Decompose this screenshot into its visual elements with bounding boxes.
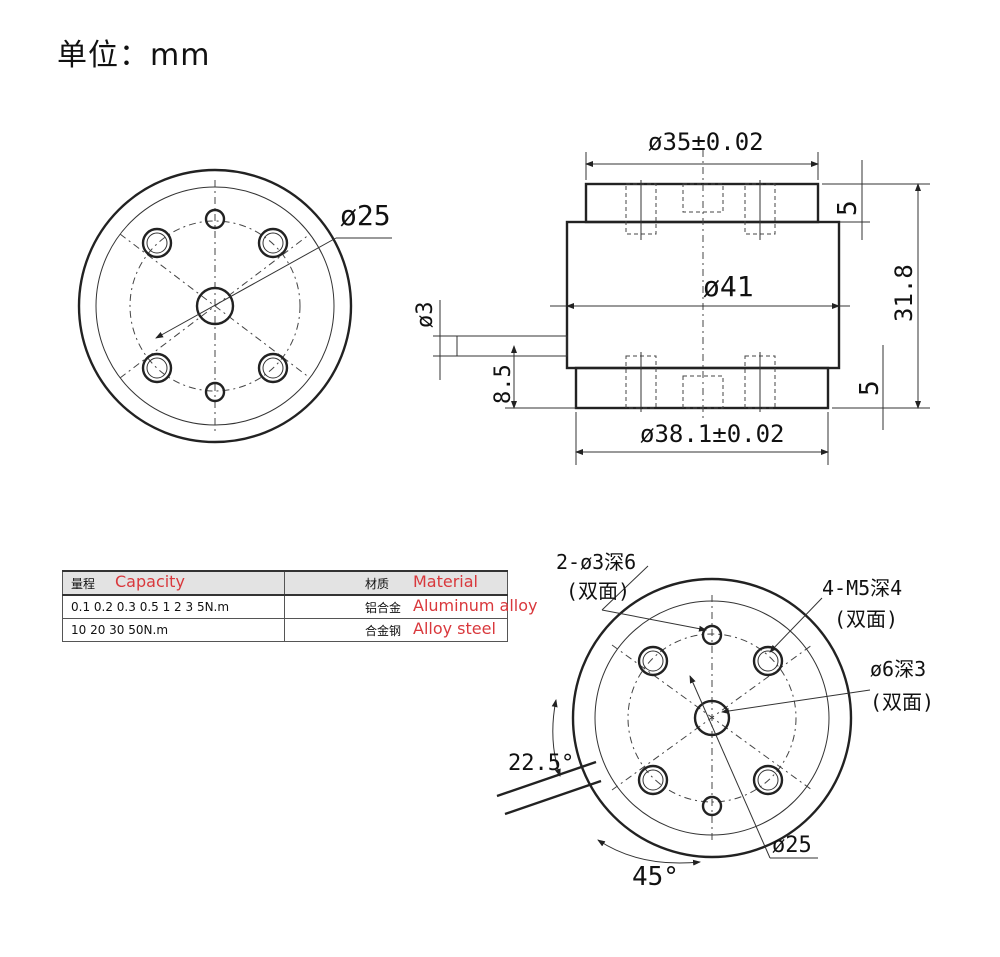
material-en: Alloy steel xyxy=(413,619,496,638)
capacity-header: 量程 Capacity xyxy=(62,570,285,596)
center-hole-note: (双面) xyxy=(870,690,934,714)
bottom-view: 2-ø3深6 (双面) 4-M5深4 (双面) ø6深3 (双面) 22.5° … xyxy=(496,550,934,892)
cable xyxy=(456,335,568,357)
spec-table: 量程 Capacity 材质 Material 0.1 0.2 0.3 0.5 … xyxy=(62,570,537,642)
table-header: 量程 Capacity 材质 Material xyxy=(62,570,508,596)
bottom-circle-label: ø25 xyxy=(772,833,812,858)
bottom-hole-large xyxy=(752,764,784,796)
four-holes-label: 4-M5深4 xyxy=(822,576,902,600)
material-header: 材质 Material xyxy=(284,570,508,596)
front-hole-large xyxy=(141,227,173,259)
two-holes-note: (双面) xyxy=(566,579,630,603)
front-diameter-label: ø25 xyxy=(340,199,391,232)
bottom-center-hole xyxy=(693,699,731,737)
top-diameter-label: ø35±0.02 xyxy=(648,128,764,156)
four-holes-note: (双面) xyxy=(834,607,898,631)
bottom-hole-large xyxy=(637,764,669,796)
material-cn: 铝合金 xyxy=(365,600,402,615)
bottom-diameter-label: ø38.1±0.02 xyxy=(640,420,785,448)
bottom-hole-small xyxy=(701,624,723,646)
two-holes-label: 2-ø3深6 xyxy=(556,550,636,574)
capacity-header-cn: 量程 xyxy=(71,576,96,591)
cable-height-label: 8.5 xyxy=(491,364,516,404)
bottom-hole-small xyxy=(701,795,723,817)
capacity-cell: 10 20 30 50N.m xyxy=(62,618,285,642)
body-diameter-label: ø41 xyxy=(703,270,754,303)
center-hole-label: ø6深3 xyxy=(870,657,926,681)
material-cell: 铝合金 Aluminum alloy xyxy=(284,594,537,619)
front-hole-large xyxy=(257,227,289,259)
total-height-label: 31.8 xyxy=(890,264,918,322)
hole-angle-label: 45° xyxy=(632,862,679,892)
material-cn: 合金钢 xyxy=(365,623,402,638)
side-view: ø35±0.02 ø41 ø38.1±0.02 31.8 5 5 ø3 8.5 xyxy=(413,128,930,465)
capacity-header-en: Capacity xyxy=(115,572,185,591)
material-header-en: Material xyxy=(413,572,478,591)
material-en: Aluminum alloy xyxy=(413,596,538,615)
cable-diameter-label: ø3 xyxy=(413,302,438,329)
capacity-cell: 0.1 0.2 0.3 0.5 1 2 3 5N.m xyxy=(62,594,285,619)
bottom-flange-label: 5 xyxy=(855,380,885,396)
top-flange-label: 5 xyxy=(833,200,863,216)
bottom-hole-large xyxy=(752,645,784,677)
front-view: ø25 xyxy=(77,168,392,444)
bottom-hole-large xyxy=(637,645,669,677)
front-hole-small xyxy=(204,208,226,230)
front-hole-small xyxy=(204,381,226,403)
table-row: 10 20 30 50N.m 合金钢 Alloy steel xyxy=(62,618,508,642)
material-header-cn: 材质 xyxy=(365,576,390,591)
unit-label: 单位：mm xyxy=(57,38,211,73)
front-hole-large xyxy=(141,352,173,384)
front-center-hole xyxy=(195,286,235,326)
table-row: 0.1 0.2 0.3 0.5 1 2 3 5N.m 铝合金 Aluminum … xyxy=(62,594,537,619)
cable-angle-label: 22.5° xyxy=(508,751,574,776)
material-cell: 合金钢 Alloy steel xyxy=(284,618,508,642)
front-hole-large xyxy=(257,352,289,384)
